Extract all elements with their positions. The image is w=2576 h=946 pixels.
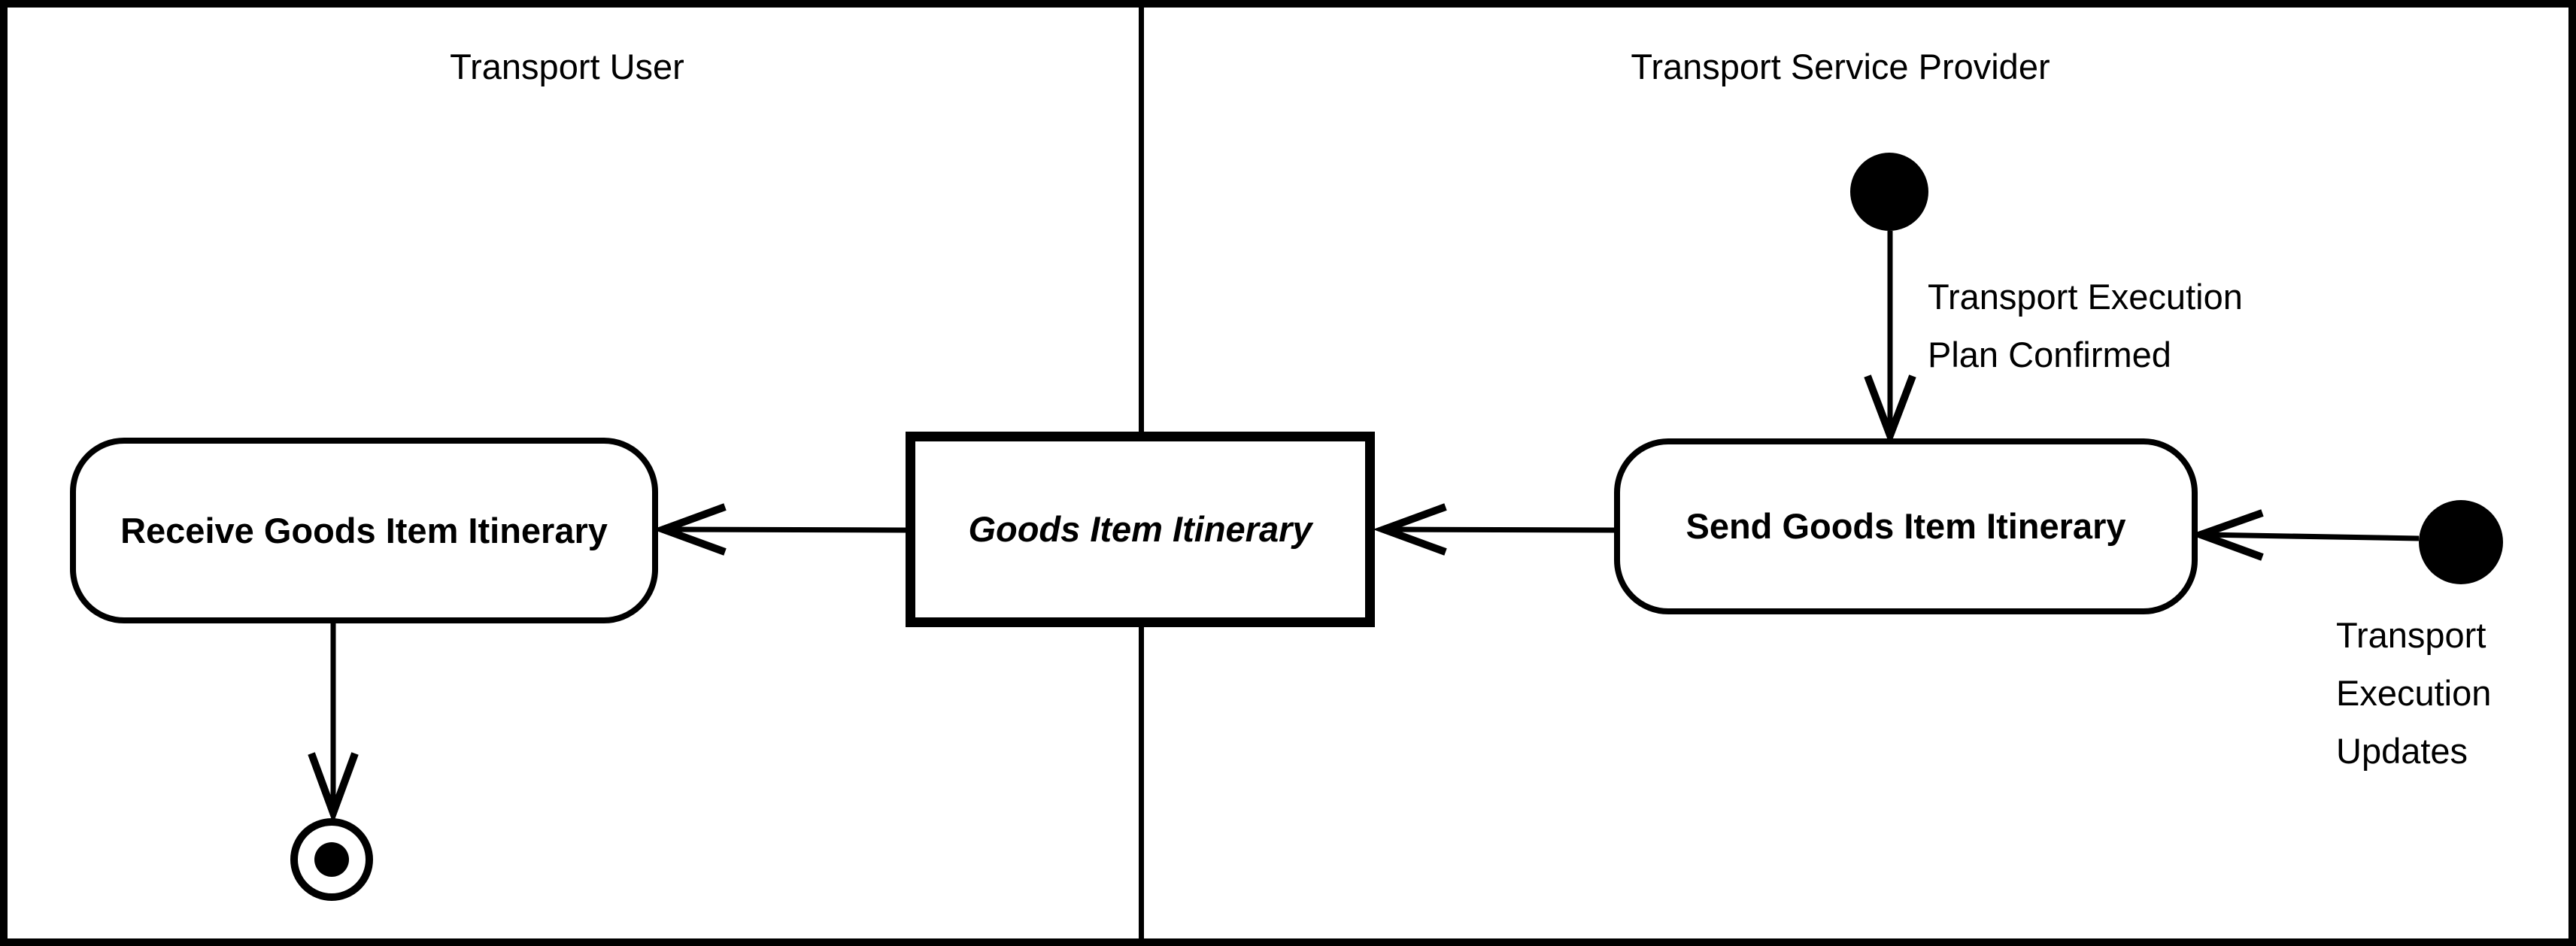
initial-node	[1850, 153, 1928, 231]
object-node-goods-item-itinerary: Goods Item Itinerary	[906, 432, 1375, 627]
object-node-label: Goods Item Itinerary	[968, 509, 1312, 549]
lane-title-transport-user: Transport User	[450, 47, 684, 86]
activity-send-label: Send Goods Item Itinerary	[1685, 506, 2126, 546]
final-node	[290, 818, 373, 901]
flow-arrow-receive-to-final	[308, 623, 359, 824]
edge-label-plan-confirmed: Transport Execution Plan Confirmed	[1928, 277, 2243, 374]
activity-receive-goods-item-itinerary: Receive Goods Item Itinerary	[70, 438, 658, 623]
flow-arrow-plan-confirmed	[1864, 231, 1916, 447]
flow-arrow-updates	[2189, 509, 2420, 561]
activity-receive-label: Receive Goods Item Itinerary	[120, 510, 608, 550]
flow-arrow-object-to-receive	[652, 503, 906, 556]
activity-send-goods-item-itinerary: Send Goods Item Itinerary	[1614, 438, 2198, 614]
edge-label-updates: Transport Execution Updates	[2336, 615, 2492, 771]
connectors-layer	[290, 153, 2503, 901]
initial-node-updates	[2419, 500, 2503, 584]
flow-arrow-send-to-object	[1373, 503, 1615, 556]
lane-title-transport-service-provider: Transport Service Provider	[1631, 47, 2050, 86]
